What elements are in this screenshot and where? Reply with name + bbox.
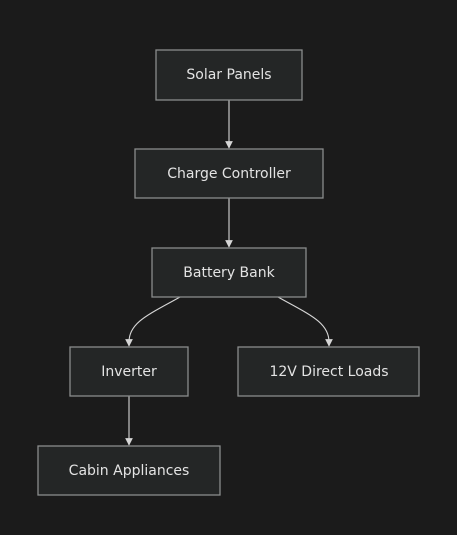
edges bbox=[125, 100, 333, 446]
node-battery-bank-label: Battery Bank bbox=[183, 265, 275, 281]
node-12v-direct-loads: 12V Direct Loads bbox=[237, 346, 420, 397]
node-charge-controller-label: Charge Controller bbox=[167, 166, 291, 182]
edge-battery-to-dc-loads bbox=[277, 296, 333, 347]
node-solar-panels: Solar Panels bbox=[155, 49, 303, 101]
node-cabin-appliances-label: Cabin Appliances bbox=[69, 463, 190, 479]
node-inverter-label: Inverter bbox=[101, 364, 157, 380]
node-inverter: Inverter bbox=[69, 346, 189, 397]
edge-battery-to-inverter bbox=[125, 296, 181, 347]
node-solar-panels-label: Solar Panels bbox=[186, 67, 271, 83]
node-charge-controller: Charge Controller bbox=[134, 148, 324, 199]
node-battery-bank: Battery Bank bbox=[151, 247, 307, 298]
node-12v-direct-loads-label: 12V Direct Loads bbox=[269, 364, 388, 380]
node-cabin-appliances: Cabin Appliances bbox=[37, 445, 221, 496]
